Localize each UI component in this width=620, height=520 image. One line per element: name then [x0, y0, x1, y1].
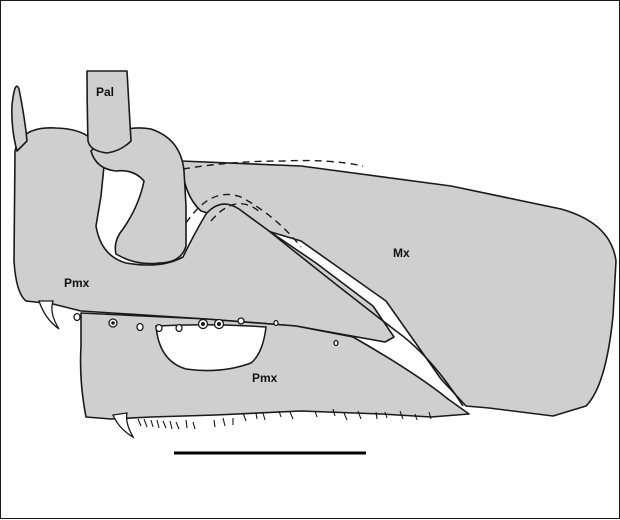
label-premaxilla-upper: Pmx [64, 276, 90, 290]
label-premaxilla-lower: Pmx [252, 371, 278, 385]
palatine-bone [87, 71, 131, 153]
label-palatine: Pal [96, 85, 114, 99]
label-maxilla: Mx [393, 246, 410, 260]
anterior-spine [12, 86, 27, 151]
